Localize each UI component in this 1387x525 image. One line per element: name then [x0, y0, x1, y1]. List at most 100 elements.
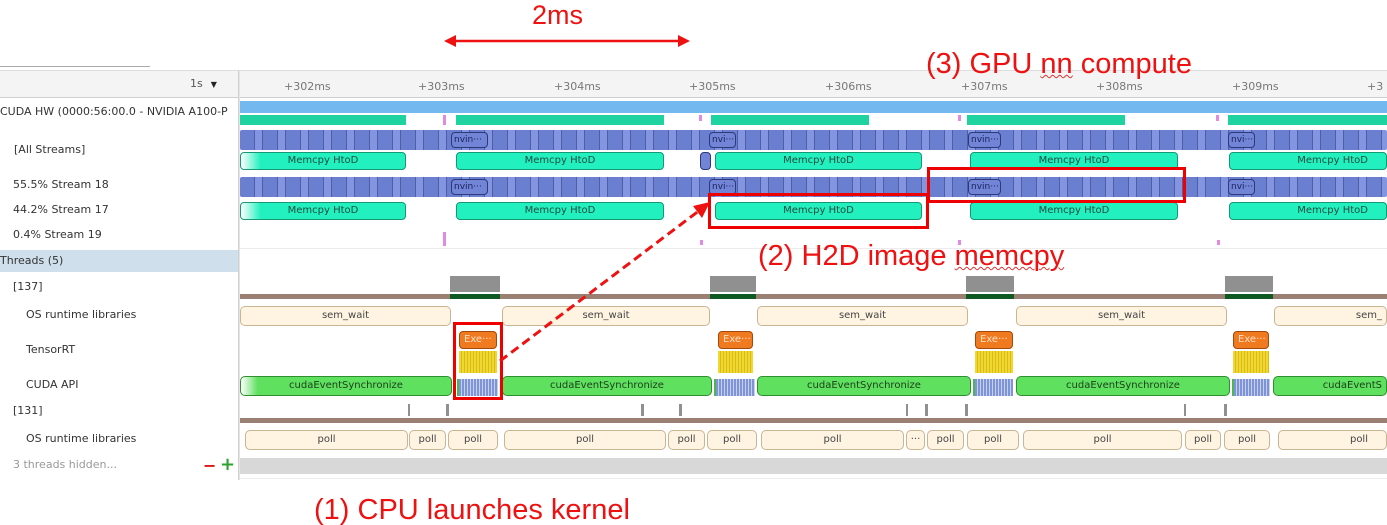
duration-arrow-icon	[444, 35, 690, 47]
hidden-threads-label: 3 threads hidden...	[13, 458, 118, 471]
memory-activity-bar	[711, 115, 869, 125]
tensorrt-execute[interactable]: Exe···	[459, 331, 497, 349]
sem-wait-call[interactable]: sem_wait	[1016, 306, 1227, 326]
marker	[443, 232, 446, 246]
cuda-api-calls	[457, 379, 498, 396]
poll-call[interactable]: poll	[245, 430, 408, 450]
tensorrt-execute[interactable]: Exe···	[1233, 331, 1269, 349]
cpu-activity	[446, 404, 449, 416]
divider-line	[0, 66, 150, 67]
tensorrt-activity	[975, 351, 1013, 373]
annotation-step2: (2) H2D image memcpy	[758, 240, 1065, 272]
poll-call[interactable]: poll	[1278, 430, 1387, 450]
tree-item-thread-131[interactable]: [131]	[13, 404, 43, 417]
tree-item-gpu[interactable]: CUDA HW (0000:56:00.0 - NVIDIA A100-P	[0, 105, 228, 118]
tensorrt-activity	[718, 351, 753, 373]
cuda-event-synchronize[interactable]: cudaEventSynchronize	[757, 376, 971, 396]
tree-item-os-runtime[interactable]: OS runtime libraries	[26, 308, 137, 321]
tree-item-thread-137[interactable]: [137]	[13, 280, 43, 293]
kernel-block[interactable]: nvi···	[1228, 132, 1255, 148]
memcpy-htod[interactable]: Memcpy HtoD	[1229, 202, 1387, 220]
annotation-step3: (3) GPU nn compute	[926, 48, 1192, 80]
zoom-level-value: 1s	[190, 77, 203, 90]
kernel-block[interactable]: nvin···	[968, 179, 1001, 195]
tree-item-cuda-api[interactable]: CUDA API	[26, 378, 79, 391]
tick-label: +302ms	[284, 80, 331, 93]
cuda-event-synchronize[interactable]: cudaEventSynchronize	[1016, 376, 1230, 396]
poll-call[interactable]: poll	[707, 430, 757, 450]
highlight-gpu-compute	[927, 167, 1186, 203]
tick-label: +303ms	[418, 80, 465, 93]
tensorrt-execute[interactable]: Exe···	[718, 331, 753, 349]
memcpy-htod[interactable]: Memcpy HtoD	[240, 152, 406, 170]
poll-call[interactable]: poll	[927, 430, 964, 450]
tick-label: +304ms	[554, 80, 601, 93]
memcpy-htod[interactable]: Memcpy HtoD	[715, 152, 922, 170]
pane-splitter[interactable]	[238, 70, 240, 480]
kernel-block[interactable]: nvin···	[968, 132, 1001, 148]
memcpy-htod[interactable]: Memcpy HtoD	[970, 202, 1178, 220]
marker	[699, 115, 702, 121]
sem-wait-call[interactable]: sem_	[1274, 306, 1387, 326]
tree-item-tensorrt[interactable]: TensorRT	[26, 343, 76, 356]
gpu-utilization-bar	[240, 101, 1387, 113]
tree-item-threads[interactable]: Threads (5)	[0, 254, 64, 267]
cpu-activity	[679, 404, 682, 416]
tick-label: +309ms	[1232, 80, 1279, 93]
cuda-event-synchronize[interactable]: cudaEventSynchronize	[502, 376, 712, 396]
poll-call[interactable]: ···	[906, 430, 925, 450]
sem-wait-call[interactable]: sem_wait	[757, 306, 968, 326]
cpu-activity	[710, 276, 756, 292]
poll-call[interactable]: poll	[448, 430, 498, 450]
cpu-activity	[1225, 276, 1273, 292]
poll-call[interactable]: poll	[967, 430, 1019, 450]
tree-item-stream-19[interactable]: 0.4% Stream 19	[13, 228, 102, 241]
kernel-block[interactable]: nvin···	[451, 132, 488, 148]
kernel-block[interactable]: nvin···	[451, 179, 488, 195]
thread-state-bar	[240, 418, 1387, 423]
kernel-block[interactable]: nvi···	[1228, 179, 1255, 195]
poll-call[interactable]: poll	[409, 430, 446, 450]
poll-call[interactable]: poll	[1023, 430, 1182, 450]
cuda-event-synchronize[interactable]: cudaEventS	[1273, 376, 1387, 396]
tensorrt-execute[interactable]: Exe···	[975, 331, 1013, 349]
memcpy-htod[interactable]: Memcpy HtoD	[715, 202, 922, 220]
poll-call[interactable]: poll	[1185, 430, 1221, 450]
tree-item-stream-17[interactable]: 44.2% Stream 17	[13, 203, 109, 216]
kernel-block[interactable]	[700, 152, 711, 170]
expand-threads-button[interactable]: +	[220, 454, 236, 475]
memcpy-htod[interactable]: Memcpy HtoD	[1229, 152, 1387, 170]
poll-call[interactable]: poll	[668, 430, 705, 450]
memory-activity-bar	[1228, 115, 1387, 125]
memcpy-htod[interactable]: Memcpy HtoD	[456, 202, 664, 220]
kernel-block[interactable]: nvi···	[709, 132, 736, 148]
chevron-down-icon: ▼	[210, 80, 217, 89]
marker	[443, 115, 446, 125]
marker	[1217, 240, 1220, 245]
zoom-level-select[interactable]: 1s ▼	[190, 77, 217, 90]
poll-call[interactable]: poll	[504, 430, 666, 450]
tree-item-os-runtime[interactable]: OS runtime libraries	[26, 432, 137, 445]
cpu-activity	[408, 404, 410, 416]
kernel-track-stream-18[interactable]: nvin··· nvi··· nvin··· nvi···	[240, 177, 1387, 197]
annotation-step1: (1) CPU launches kernel	[314, 494, 630, 525]
sem-wait-call[interactable]: sem_wait	[502, 306, 710, 326]
cpu-activity	[966, 276, 1014, 292]
cuda-api-calls	[714, 379, 755, 396]
tick-label: +305ms	[689, 80, 736, 93]
poll-call[interactable]: poll	[761, 430, 904, 450]
cpu-activity	[1184, 404, 1186, 416]
tree-item-all-streams[interactable]: [All Streams]	[14, 143, 86, 156]
memcpy-htod[interactable]: Memcpy HtoD	[456, 152, 664, 170]
tensorrt-activity	[459, 351, 497, 373]
threads-group[interactable]: Threads (5)	[0, 250, 1387, 272]
cpu-activity	[641, 404, 644, 416]
kernel-track-all-streams[interactable]: nvin··· nvi··· nvin··· nvi···	[240, 130, 1387, 150]
tree-item-stream-18[interactable]: 55.5% Stream 18	[13, 178, 109, 191]
dashed-arrow-icon	[499, 202, 710, 363]
cuda-event-synchronize[interactable]: cudaEventSynchronize	[240, 376, 452, 396]
poll-call[interactable]: poll	[1224, 430, 1270, 450]
collapse-threads-button[interactable]: −	[203, 456, 217, 475]
sem-wait-call[interactable]: sem_wait	[240, 306, 451, 326]
memcpy-htod[interactable]: Memcpy HtoD	[240, 202, 406, 220]
